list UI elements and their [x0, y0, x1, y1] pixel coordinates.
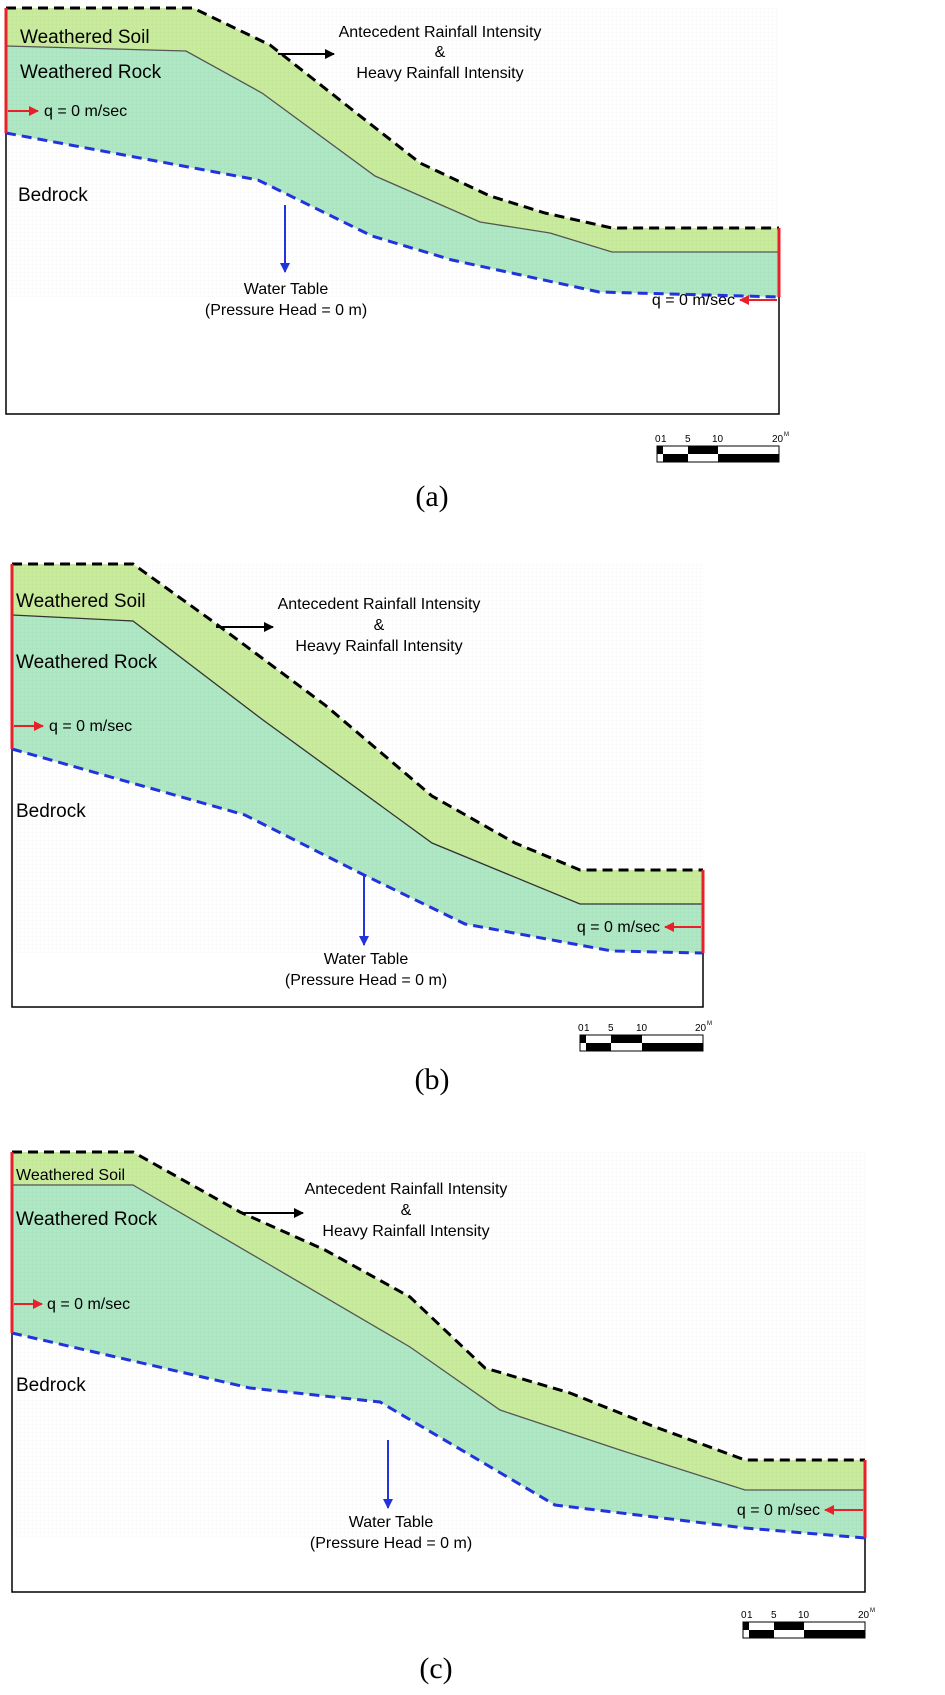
panel-a: Weathered Soil Weathered Rock Bedrock An… [4, 6, 789, 513]
right-flux-label: q = 0 m/sec [577, 919, 660, 936]
rainfall-boundary [12, 562, 703, 872]
rainfall-label-line1: Antecedent Rainfall Intensity [278, 596, 481, 613]
scale-tick-1: 1 [584, 1023, 590, 1034]
panel-b: Weathered Soil Weathered Rock Bedrock An… [10, 562, 712, 1096]
scale-unit: M [784, 432, 789, 438]
water-table-label-line2: (Pressure Head = 0 m) [285, 972, 447, 989]
domain-boundary [11, 1152, 866, 1593]
weathered-rock-label: Weathered Rock [20, 62, 162, 83]
scale-tick-10: 10 [636, 1023, 648, 1034]
soil-rock-interface [12, 1184, 865, 1491]
scale-tick-20: 20 [772, 434, 784, 445]
left-flux-label: q = 0 m/sec [49, 718, 132, 735]
mesh-overlay [12, 1152, 865, 1538]
water-table-label-line1: Water Table [324, 951, 409, 968]
caption-c: (c) [419, 1652, 452, 1685]
weathered-rock-label: Weathered Rock [16, 1209, 158, 1230]
scale-unit: M [707, 1021, 712, 1027]
caption-b: (b) [415, 1063, 450, 1096]
soil-rock-interface [5, 45, 779, 253]
scale-tick-10: 10 [798, 1610, 810, 1621]
scale-tick-5: 5 [685, 434, 691, 445]
scale-tick-0: 0 [578, 1023, 584, 1034]
water-table-label-line1: Water Table [244, 281, 329, 298]
soil-rock-interface [11, 614, 703, 905]
scale-tick-1: 1 [747, 1610, 753, 1621]
rainfall-label-line2: & [435, 44, 446, 61]
rainfall-label-line3: Heavy Rainfall Intensity [322, 1223, 489, 1240]
panel-c: Weathered Soil Weathered Rock Bedrock An… [10, 1150, 875, 1685]
left-flux-label: q = 0 m/sec [47, 1296, 130, 1313]
rainfall-label-line2: & [374, 617, 385, 634]
weathered-soil-label: Weathered Soil [16, 591, 146, 612]
domain-boundary [5, 8, 780, 415]
water-table-label-line1: Water Table [349, 1514, 434, 1531]
right-flux-label: q = 0 m/sec [737, 1502, 820, 1519]
mesh-overlay [6, 8, 779, 297]
caption-a: (a) [415, 480, 448, 513]
rainfall-label-line3: Heavy Rainfall Intensity [356, 65, 523, 82]
domain-boundary [11, 564, 704, 1008]
rainfall-boundary [12, 1150, 865, 1462]
scale-tick-10: 10 [712, 434, 724, 445]
bedrock-label: Bedrock [16, 801, 86, 822]
scale-bar: 0 1 5 10 20 M [741, 1608, 875, 1639]
water-table-label-line2: (Pressure Head = 0 m) [205, 302, 367, 319]
scale-tick-0: 0 [655, 434, 661, 445]
scale-tick-5: 5 [608, 1023, 614, 1034]
scale-unit: M [870, 1608, 875, 1614]
bedrock-label: Bedrock [16, 1375, 86, 1396]
water-table-line [11, 1331, 866, 1540]
rainfall-label-line1: Antecedent Rainfall Intensity [305, 1181, 508, 1198]
scale-tick-20: 20 [858, 1610, 870, 1621]
scale-tick-20: 20 [695, 1023, 707, 1034]
rainfall-label-line3: Heavy Rainfall Intensity [295, 638, 462, 655]
left-flux-label: q = 0 m/sec [44, 103, 127, 120]
rainfall-label-line2: & [401, 1202, 412, 1219]
water-table-line [5, 131, 780, 299]
rainfall-boundary [6, 6, 779, 230]
weathered-rock-label: Weathered Rock [16, 652, 158, 673]
scale-tick-0: 0 [741, 1610, 747, 1621]
mesh-overlay [12, 564, 703, 953]
scale-tick-5: 5 [771, 1610, 777, 1621]
scale-bar: 0 1 5 10 20 M [655, 432, 789, 463]
rainfall-label-line1: Antecedent Rainfall Intensity [339, 24, 542, 41]
right-flux-label: q = 0 m/sec [652, 292, 735, 309]
weathered-soil-label: Weathered Soil [20, 27, 150, 48]
scale-tick-1: 1 [661, 434, 667, 445]
weathered-soil-label: Weathered Soil [16, 1167, 125, 1184]
bedrock-label: Bedrock [18, 185, 88, 206]
water-table-label-line2: (Pressure Head = 0 m) [310, 1535, 472, 1552]
water-table-line [11, 747, 704, 955]
scale-bar: 0 1 5 10 20 M [578, 1021, 712, 1052]
